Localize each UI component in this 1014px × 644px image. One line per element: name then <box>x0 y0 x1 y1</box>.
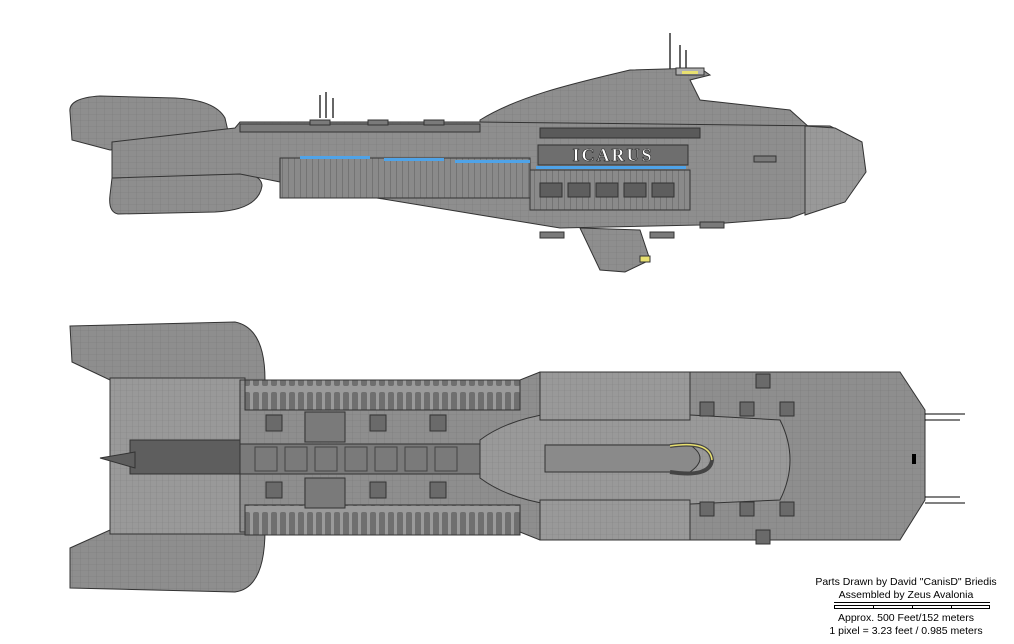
ship-name: ICARUS <box>572 145 653 165</box>
credit-parts: Parts Drawn by David "CanisD" Briedis <box>815 576 997 588</box>
side-turrets <box>309 119 777 239</box>
side-lower-engine-pod <box>109 171 263 215</box>
top-upper-engine-pod <box>69 321 266 381</box>
credit-length: Approx. 500 Feet/152 meters <box>838 612 974 624</box>
scale-bar <box>834 605 990 609</box>
credit-scale: 1 pixel = 3.23 feet / 0.985 meters <box>829 624 983 637</box>
side-view: ICARUS <box>69 33 867 273</box>
ship-nameplate <box>537 144 689 166</box>
credits-block: Parts Drawn by David "CanisD" Briedis As… <box>800 576 1012 637</box>
side-prow <box>804 125 867 216</box>
top-view <box>69 321 965 593</box>
side-keel-fin <box>579 227 651 273</box>
top-lower-engine-pod <box>69 529 266 593</box>
top-turrets <box>265 373 795 545</box>
side-hangar-bays <box>539 182 675 198</box>
side-window-strip <box>300 156 686 169</box>
top-prow-antennas <box>925 413 965 504</box>
side-bridge-dome <box>479 67 812 129</box>
credit-rule <box>834 602 990 603</box>
credit-assembled: Assembled by Zeus Avalonia <box>838 588 974 601</box>
